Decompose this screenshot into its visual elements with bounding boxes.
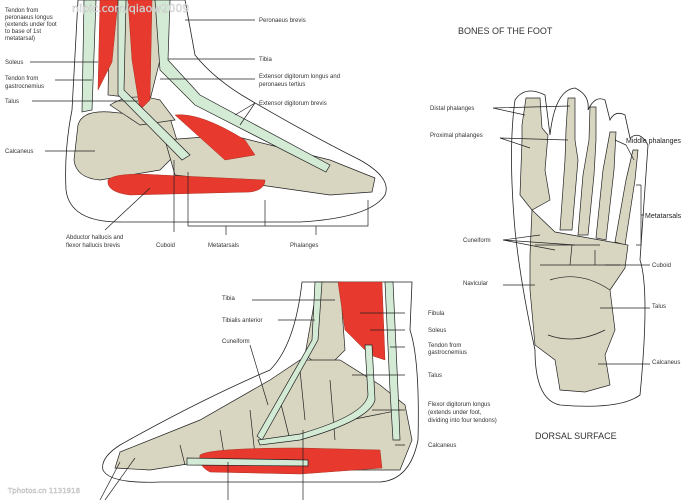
label-phalanges: Phalanges: [290, 243, 318, 249]
lateral-extensor-tendons: [154, 0, 331, 173]
dorsal-tarsal-bones: [529, 209, 629, 393]
dorsal-foot-view: BONES OF THE FOOT Distal phalanges Proxi…: [430, 26, 682, 441]
label-extensor-digitorum-longus: Extensor digitorum longus and peronaeus …: [259, 74, 342, 88]
label-calcaneus-medial: Calcaneus: [428, 443, 456, 449]
dorsal-surface-caption: DORSAL SURFACE: [535, 431, 617, 441]
label-cuboid-dorsal: Cuboid: [652, 263, 671, 269]
label-middle-phalanges: Middle phalanges: [626, 138, 681, 145]
label-gastrocnemius-tendon: Tendon from gastrocnemius: [5, 76, 44, 90]
label-cuboid: Cuboid: [156, 243, 175, 249]
dorsal-leader-lines: [492, 105, 650, 365]
lateral-achilles-tendon: [81, 0, 97, 113]
lateral-foot-view: Tendon from peronaeus longus (extends un…: [5, 0, 387, 249]
label-metatarsals-dorsal: Metatarsals: [645, 213, 682, 220]
label-extensor-digitorum-brevis: Extensor digitorum brevis: [259, 101, 327, 107]
label-tibia-medial: Tibia: [222, 296, 235, 302]
label-soleus-medial: Soleus: [428, 328, 446, 334]
medial-flexor-tendon: [257, 344, 376, 446]
label-distal-phalanges: Distal phalanges: [430, 106, 474, 112]
label-cuneiform-medial: Cuneiform: [222, 339, 250, 345]
label-talus-dorsal: Talus: [652, 304, 666, 310]
watermark-top: nipic.com/qiaow2009: [72, 2, 189, 15]
lateral-peronaeus-muscle: [127, 0, 153, 111]
label-flexor-digitorum-longus: Flexor digitorum longus (extends under f…: [428, 402, 497, 424]
label-navicular: Navicular: [463, 281, 488, 287]
lateral-extensor-brevis-muscle: [174, 114, 256, 161]
label-calcaneus: Calcaneus: [5, 149, 33, 155]
label-calcaneus-dorsal: Calcaneus: [652, 360, 680, 366]
watermark-bottom: Tphotos.cn 1131918: [7, 487, 80, 495]
label-peronaeus-brevis: Peronaeus brevis: [259, 18, 306, 24]
label-talus-medial: Talus: [428, 373, 442, 379]
label-tibia: Tibia: [259, 57, 272, 63]
dorsal-bone-joints: [535, 244, 620, 340]
label-tibialis-anterior: Tibialis anterior: [222, 318, 262, 324]
medial-flexor-hallucis-tendon: [186, 457, 309, 467]
medial-foot-view: Tibia Tibialis anterior Cuneiform Fibula…: [99, 281, 497, 500]
label-peronaeus-longus-tendon: Tendon from peronaeus longus (extends un…: [5, 8, 58, 42]
diagram-title: BONES OF THE FOOT: [458, 26, 553, 36]
label-proximal-phalanges: Proximal phalanges: [430, 133, 483, 139]
label-soleus: Soleus: [5, 60, 23, 66]
label-cuneiform-dorsal: Cuneiform: [463, 238, 491, 244]
label-abductor-hallucis: Abductor hallucis and flexor hallucis br…: [66, 235, 125, 249]
lateral-peronaeus-tendon: [117, 0, 191, 161]
medial-soleus-muscle: [337, 281, 386, 361]
label-gastrocnemius-tendon-medial: Tendon from gastrocnemius: [428, 343, 467, 356]
lateral-soleus-muscle: [97, 0, 119, 91]
lateral-abductor-hallucis-muscle: [107, 173, 266, 196]
medial-gastrocnemius-tendon: [384, 281, 401, 441]
dorsal-toe-bones: [519, 97, 639, 246]
label-talus: Talus: [5, 99, 19, 105]
label-metatarsals: Metatarsals: [208, 243, 239, 249]
medial-bone-joints: [179, 369, 401, 466]
lateral-leader-lines: [30, 19, 369, 235]
label-fibula: Fibula: [428, 311, 445, 317]
medial-leader-lines: [99, 299, 405, 500]
